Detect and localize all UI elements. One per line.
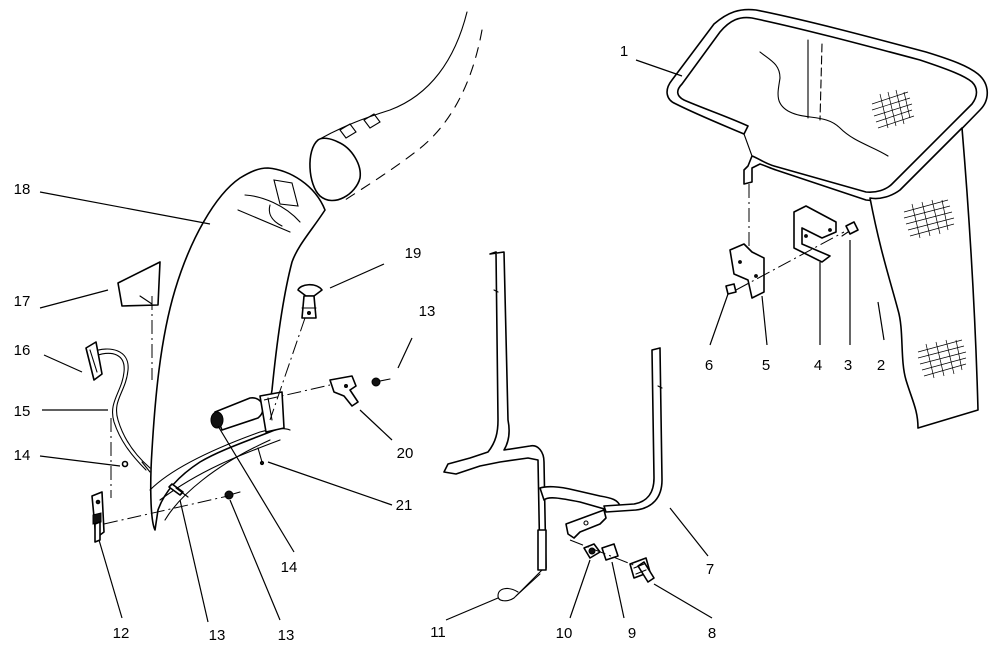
callout-3: 3 — [844, 357, 852, 374]
callout-10: 10 — [556, 625, 573, 642]
callout-13: 13 — [419, 303, 436, 320]
deflector-part-17 — [117, 261, 161, 307]
discharge-tube — [309, 11, 483, 202]
callout-9: 9 — [628, 625, 636, 642]
bolt-part-8 — [629, 557, 655, 583]
handle-rod-part-7 — [443, 251, 663, 571]
knob-part-19 — [297, 283, 323, 319]
callout-14: 14 — [14, 447, 31, 464]
callout-6: 6 — [705, 357, 713, 374]
leader-lines — [39, 59, 885, 623]
nut-part-13 — [224, 490, 241, 500]
callout-12: 12 — [113, 625, 130, 642]
callout-13: 13 — [278, 627, 295, 644]
chute-part-18 — [149, 167, 326, 531]
callout-15: 15 — [14, 403, 31, 420]
bolt-part-13 — [371, 377, 391, 387]
nut-part-6 — [725, 283, 737, 295]
callout-14: 14 — [281, 559, 298, 576]
bushing-part-9 — [601, 543, 619, 561]
bolt-part-3 — [841, 221, 859, 237]
callout-18: 18 — [14, 181, 31, 198]
callout-19: 19 — [405, 245, 422, 262]
lever-part-20 — [329, 375, 359, 407]
callout-7: 7 — [706, 561, 714, 578]
callout-2: 2 — [877, 357, 885, 374]
bag-part-2 — [759, 39, 979, 429]
callout-20: 20 — [397, 445, 414, 462]
pin-part-21 — [257, 447, 263, 463]
bag-frame-part-1 — [666, 8, 989, 202]
hairpin-part-11 — [497, 569, 543, 602]
callout-16: 16 — [14, 342, 31, 359]
nut-part-14 — [121, 460, 129, 468]
bracket-part-5 — [729, 243, 765, 299]
callout-13: 13 — [209, 627, 226, 644]
callout-5: 5 — [762, 357, 770, 374]
bracket-part-4 — [793, 205, 837, 263]
bolt-part-13 — [168, 483, 189, 498]
callout-1: 1 — [620, 43, 628, 60]
callout-21: 21 — [396, 497, 413, 514]
callout-8: 8 — [708, 625, 716, 642]
callout-4: 4 — [814, 357, 822, 374]
bracket-part-12 — [91, 491, 105, 543]
callout-11: 11 — [430, 624, 446, 641]
callout-17: 17 — [14, 293, 31, 310]
cable-part-15 — [85, 341, 151, 473]
